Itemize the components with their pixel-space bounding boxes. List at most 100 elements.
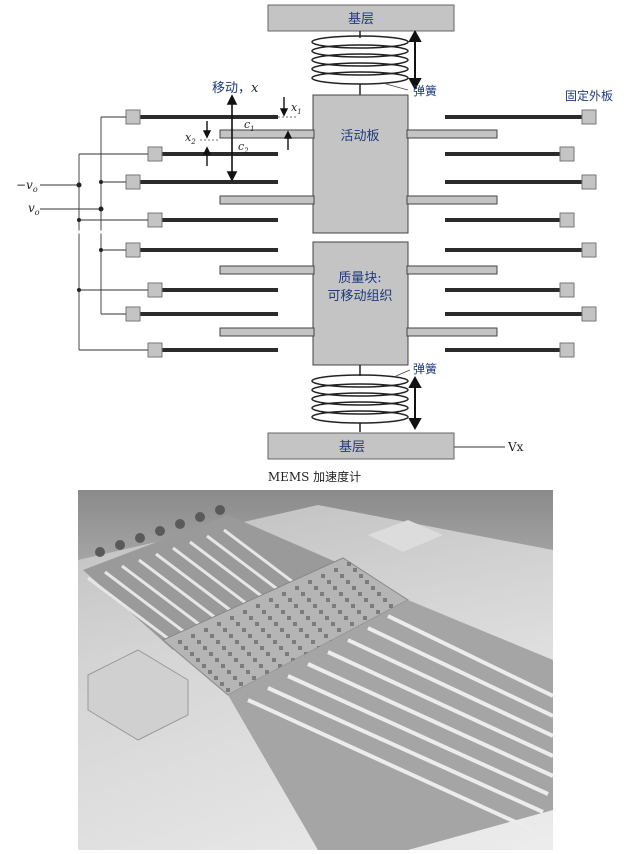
photo-etch-hole (262, 610, 266, 614)
photo-etch-hole (327, 580, 331, 584)
photo-etch-holes (178, 562, 399, 692)
substrate-top (267, 4, 455, 32)
photo-etch-hole (261, 628, 265, 632)
photo-etch-hole (363, 616, 367, 620)
photo-etch-hole (222, 646, 226, 650)
photo-etch-hole (242, 628, 246, 632)
x1-label: x1 (291, 101, 302, 116)
movable-fingers-left (219, 129, 315, 337)
c1-label: c1 (244, 118, 255, 133)
photo-etch-hole (280, 628, 284, 632)
movable-plate-label: 活动板 (340, 129, 379, 144)
photo-etch-hole (334, 568, 338, 572)
photo-etch-hole (389, 604, 393, 608)
photo-etch-hole (347, 562, 351, 566)
spring-bottom-label: 弹簧 (413, 361, 437, 376)
photo-etch-hole (340, 574, 344, 578)
photo-etch-hole (255, 622, 259, 626)
photo-etch-hole (233, 676, 237, 680)
photo-etch-hole (273, 640, 277, 644)
photo-etch-hole (230, 616, 234, 620)
photo-etch-hole (248, 634, 252, 638)
photo-etch-hole (295, 586, 299, 590)
photo-etch-hole (301, 592, 305, 596)
photo-etch-hole (241, 646, 245, 650)
photo-etch-hole (307, 598, 311, 602)
photo-etch-hole (278, 664, 282, 668)
photo-left-anchors (95, 505, 225, 557)
photo-etch-hole (240, 664, 244, 668)
photo-etch-hole (305, 634, 309, 638)
photo-etch-hole (308, 580, 312, 584)
photo-etch-hole (202, 664, 206, 668)
mems-accelerometer-diagram: 基层 弹簧 活动板 质量块: 可移动组织 (16, 4, 613, 460)
photo-etch-hole (357, 610, 361, 614)
movable-fingers-right (406, 129, 498, 337)
photo-etch-hole (210, 634, 214, 638)
photo-etch-hole (312, 622, 316, 626)
movable-plate (312, 94, 409, 234)
photo-etch-hole (353, 568, 357, 572)
photo-etch-hole (226, 688, 230, 692)
photo-etch-hole (285, 652, 289, 656)
photo-etch-hole (265, 670, 269, 674)
photo-etch-hole (272, 658, 276, 662)
gap-arrows (202, 97, 293, 166)
photo-etch-hole (268, 616, 272, 620)
spring-bottom-arrow (408, 375, 422, 431)
photo-etch-hole (338, 610, 342, 614)
photo-etch-hole (274, 622, 278, 626)
photo-etch-hole (376, 610, 380, 614)
photo-etch-hole (359, 574, 363, 578)
photo-etch-hole (370, 604, 374, 608)
gap-dashes (200, 116, 296, 141)
photo-etch-hole (178, 640, 182, 644)
photo-etch-hole (350, 622, 354, 626)
photo-etch-hole (383, 598, 387, 602)
photo-etch-hole (293, 622, 297, 626)
photo-etch-hole (351, 604, 355, 608)
photo-etch-hole (204, 628, 208, 632)
fixed-fingers-right (445, 115, 582, 352)
photo-etch-hole (254, 640, 258, 644)
photo-etch-hole (318, 628, 322, 632)
photo-etch-hole (346, 580, 350, 584)
photo-etch-hole (260, 646, 264, 650)
spring-top (311, 31, 409, 95)
figure-caption: MEMS 加速度计 (267, 470, 362, 484)
photo-etch-hole (184, 646, 188, 650)
photo-etch-hole (306, 616, 310, 620)
photo-etch-hole (197, 640, 201, 644)
photo-etch-hole (321, 574, 325, 578)
photo-etch-hole (247, 652, 251, 656)
motion-arrow (226, 94, 238, 182)
photo-etch-hole (324, 634, 328, 638)
photo-etch-hole (326, 598, 330, 602)
photo-etch-hole (287, 616, 291, 620)
photo-etch-hole (203, 646, 207, 650)
photo-etch-hole (358, 592, 362, 596)
photo-etch-hole (253, 658, 257, 662)
spring-top-arrow (408, 29, 422, 91)
mems-accelerometer-photo (78, 490, 553, 850)
spring-bottom (311, 365, 409, 432)
photo-etch-hole (291, 658, 295, 662)
photo-etch-hole (298, 646, 302, 650)
photo-etch-hole (214, 676, 218, 680)
photo-etch-hole (332, 604, 336, 608)
photo-anchor-pad-top (368, 520, 443, 552)
photo-etch-hole (216, 640, 220, 644)
neg-vo-label: −vo (16, 178, 38, 194)
photo-etch-hole (325, 616, 329, 620)
photo-etch-hole (220, 682, 224, 686)
photo-etch-hole (209, 652, 213, 656)
photo-etch-hole (266, 652, 270, 656)
x2-label: x2 (185, 131, 196, 146)
photo-etch-hole (345, 598, 349, 602)
proof-mass-label-1: 质量块: (338, 271, 381, 286)
photo-etch-hole (299, 628, 303, 632)
photo-etch-hole (331, 622, 335, 626)
photo-etch-hole (196, 658, 200, 662)
substrate-top-label: 基层 (348, 12, 374, 27)
photo-etch-hole (286, 634, 290, 638)
